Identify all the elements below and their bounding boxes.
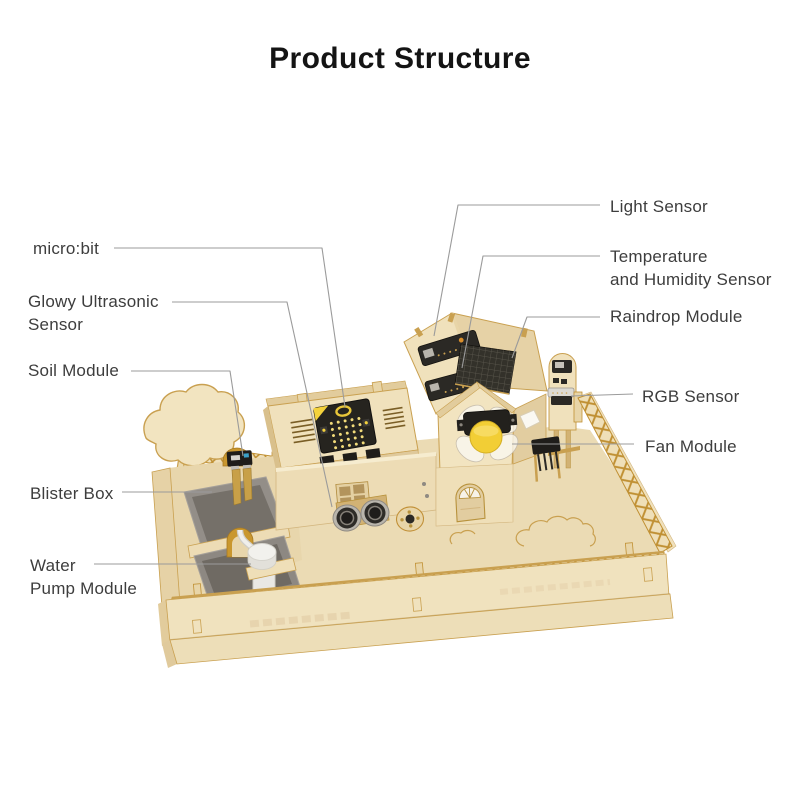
label-temperature-humidity-sensor: Temperature and Humidity Sensor [610,247,772,289]
leader-lines [94,204,634,565]
label-water-pump-module: Water Pump Module [30,556,138,598]
label-rgb-sensor: RGB Sensor [642,387,740,406]
rgb-sensor-module [547,387,575,405]
main-wall [275,452,437,532]
vent-right [382,406,406,430]
raindrop-board [454,343,517,395]
door [455,483,486,523]
label-blister-box: Blister Box [30,484,114,503]
label-glowy-ultrasonic-sensor: Glowy Ultrasonic Sensor [28,292,159,334]
page-title: Product Structure [269,42,531,75]
white-bracket [519,409,541,430]
leader-soil-module [131,370,244,457]
leader-light-sensor [433,204,600,337]
motor-flange [395,506,425,532]
leader-temp-humidity [461,255,600,369]
label-raindrop-module: Raindrop Module [610,307,743,326]
tree-canopy [143,383,245,467]
leader-rgb-sensor [570,393,634,397]
label-microbit: micro:bit [33,239,100,258]
label-fan-module: Fan Module [645,437,737,456]
cloud-engraving [449,515,596,547]
label-light-sensor: Light Sensor [610,197,708,216]
fan-assembly [455,404,519,463]
soil-sensor [226,450,253,506]
leader-raindrop [511,316,600,359]
microbit-board [313,398,377,454]
house [403,312,548,527]
base-platform [158,553,674,668]
leader-microbit [114,247,346,408]
fan-module-part [531,436,561,482]
model [143,312,677,668]
ultrasonic-sensor [332,494,390,532]
leader-glowy-ultrasonic [172,301,333,508]
fence-corner-post [573,391,583,423]
vent-left [290,418,316,444]
label-soil-module: Soil Module [28,361,120,380]
